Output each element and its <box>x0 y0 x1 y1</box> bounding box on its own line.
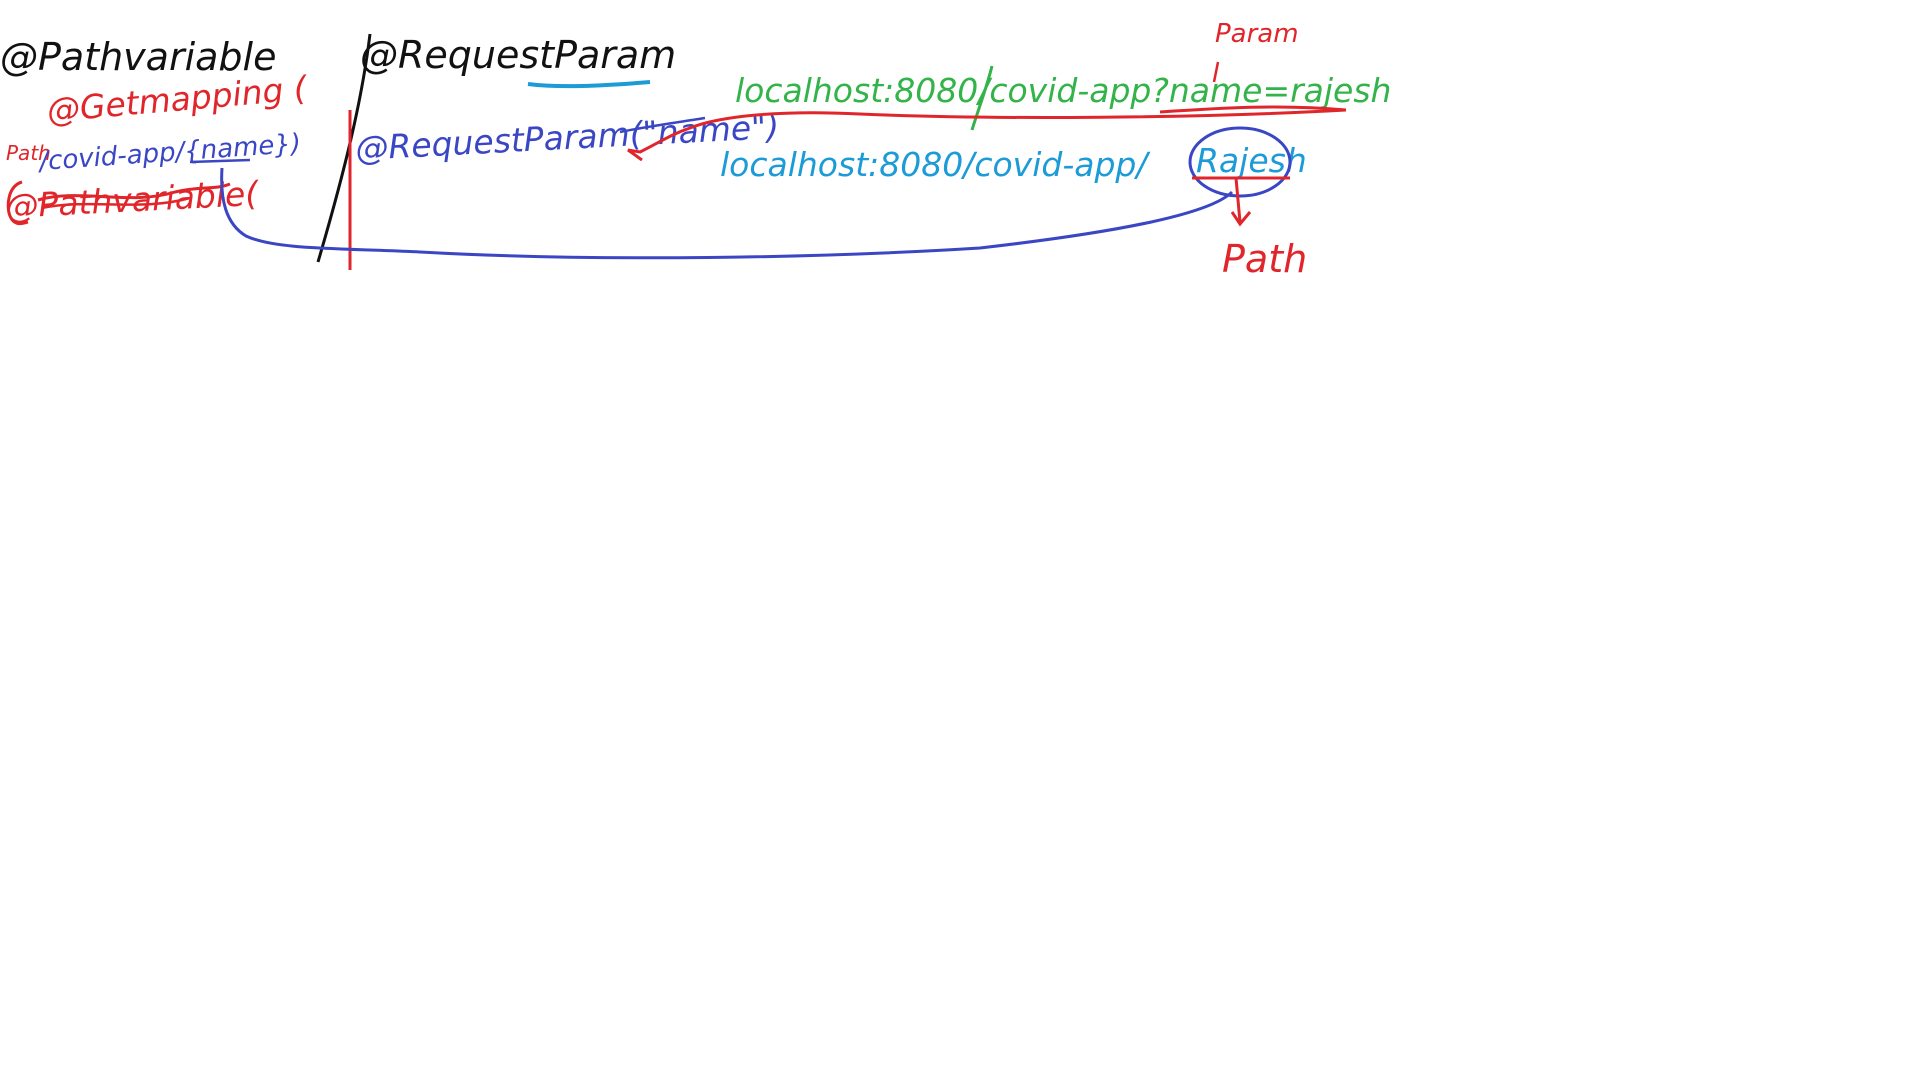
heading-underline <box>527 80 651 89</box>
requestparam-heading: @RequestParam <box>360 33 676 77</box>
path-label-right: Path <box>1222 237 1307 281</box>
param-underline <box>1159 105 1347 114</box>
param-pointer <box>1212 61 1220 83</box>
param-connector-arrow <box>627 108 1347 162</box>
path-arrow <box>1230 177 1252 227</box>
query-url-slash <box>970 65 994 131</box>
param-label: Param <box>1215 19 1299 49</box>
left-bracket <box>6 180 29 226</box>
strike-scribble-2 <box>41 196 191 210</box>
strike-scribble <box>37 182 231 202</box>
path-label-left: Path <box>6 141 51 165</box>
requestparam-name-underline <box>619 116 706 134</box>
path-url: localhost:8080/covid-app/ <box>720 145 1151 184</box>
requestparam-annotation: @RequestParam("name") <box>354 107 780 168</box>
query-url: localhost:8080/covid-app?name=rajesh <box>735 71 1391 110</box>
path-value-circle <box>1188 126 1292 198</box>
pathvariable-heading: @Pathvariable <box>0 35 276 79</box>
url-template: /covid-app/{name}) <box>36 129 302 177</box>
path-connector-line <box>220 167 1234 260</box>
name-underline <box>189 158 251 164</box>
